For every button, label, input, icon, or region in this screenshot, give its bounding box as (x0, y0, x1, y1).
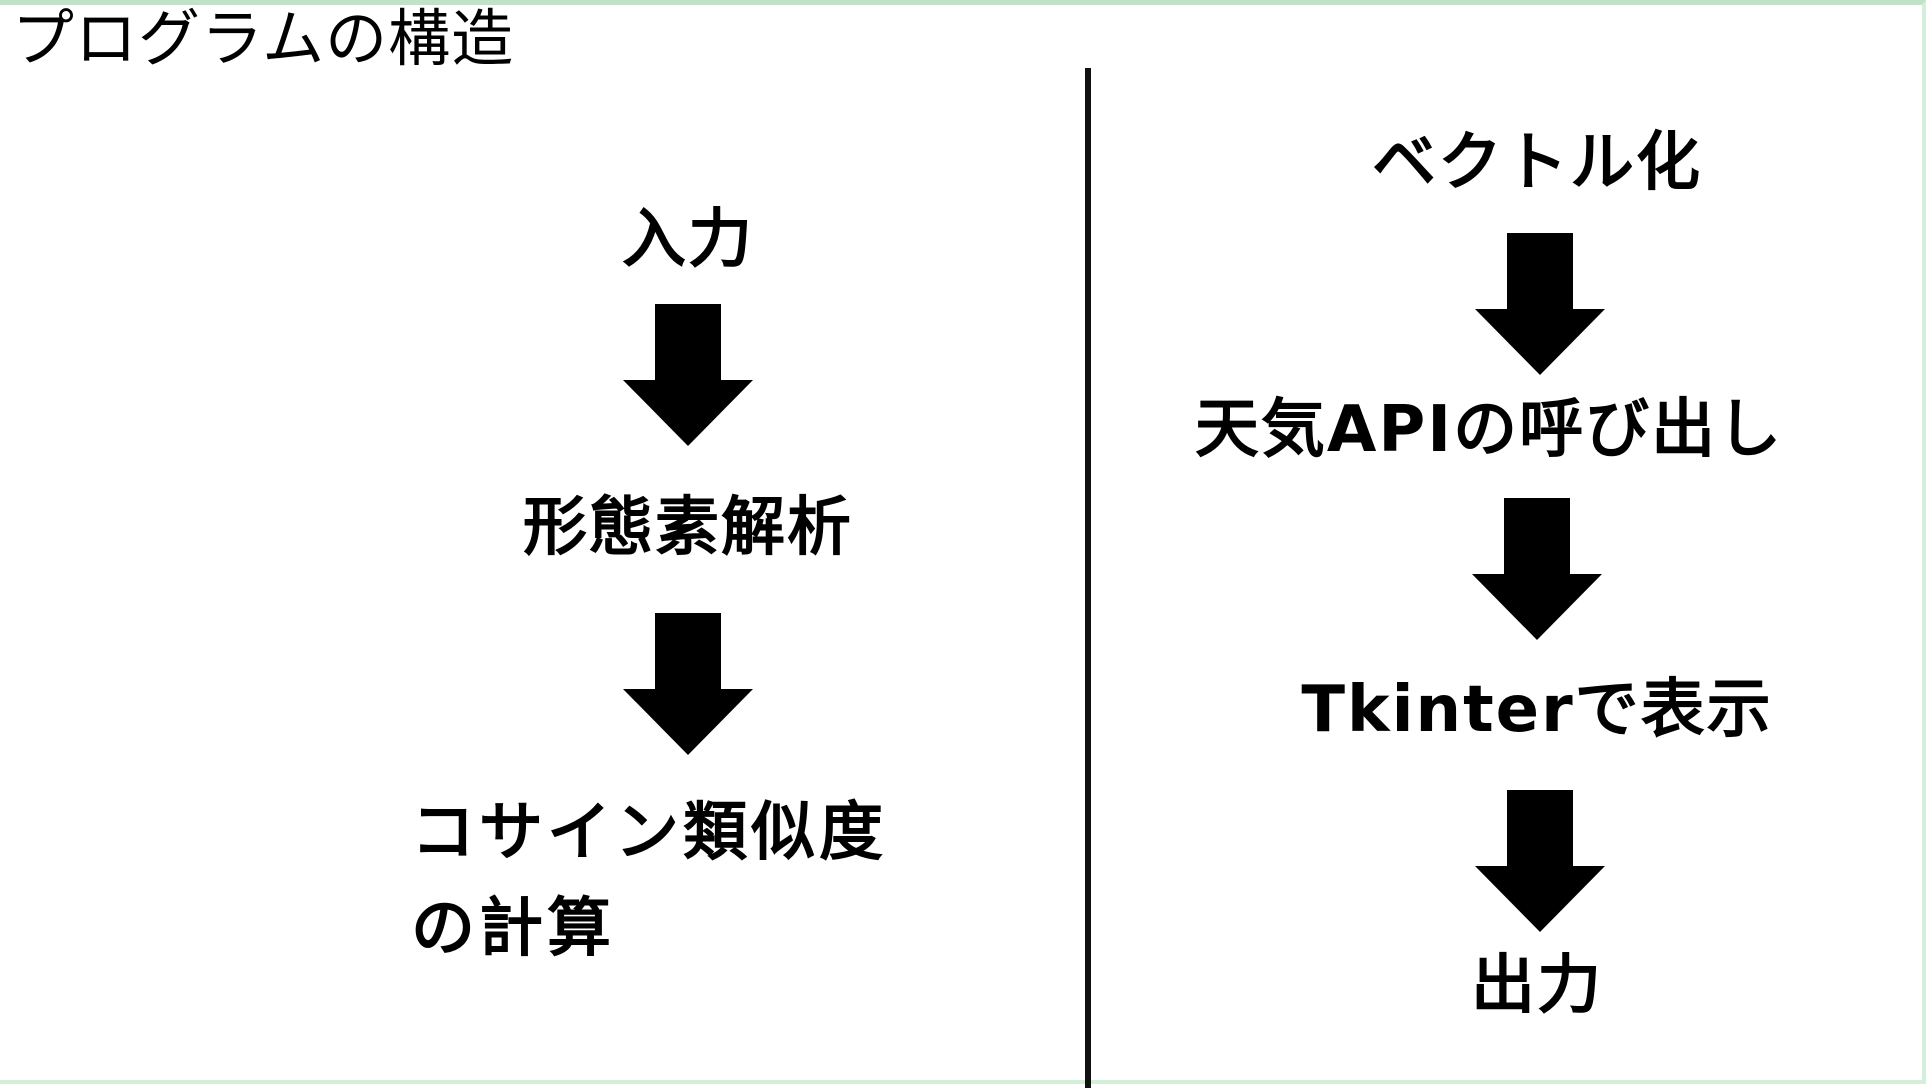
column-divider (1085, 68, 1091, 1088)
step-output: 出力 (1471, 949, 1603, 1023)
slide-title: プログラムの構造 (12, 2, 515, 75)
down-arrow-icon (623, 304, 753, 446)
step-morphological-analysis: 形態素解析 (523, 491, 853, 565)
step-input: 入力 (622, 203, 754, 277)
down-arrow-icon (1475, 790, 1605, 932)
step-weather-api-call: 天気APIの呼び出し (1194, 393, 1784, 467)
step-cosine-similarity: コサイン類似度 の計算 (411, 785, 887, 977)
step-cosine-similarity-line1: コサイン類似度 (411, 796, 887, 870)
step-cosine-similarity-line2: の計算 (411, 892, 615, 966)
down-arrow-icon (1475, 233, 1605, 375)
step-tkinter-display: Tkinterで表示 (1301, 673, 1773, 747)
down-arrow-icon (1472, 498, 1602, 640)
down-arrow-icon (623, 613, 753, 755)
step-vectorization: ベクトル化 (1372, 126, 1702, 200)
